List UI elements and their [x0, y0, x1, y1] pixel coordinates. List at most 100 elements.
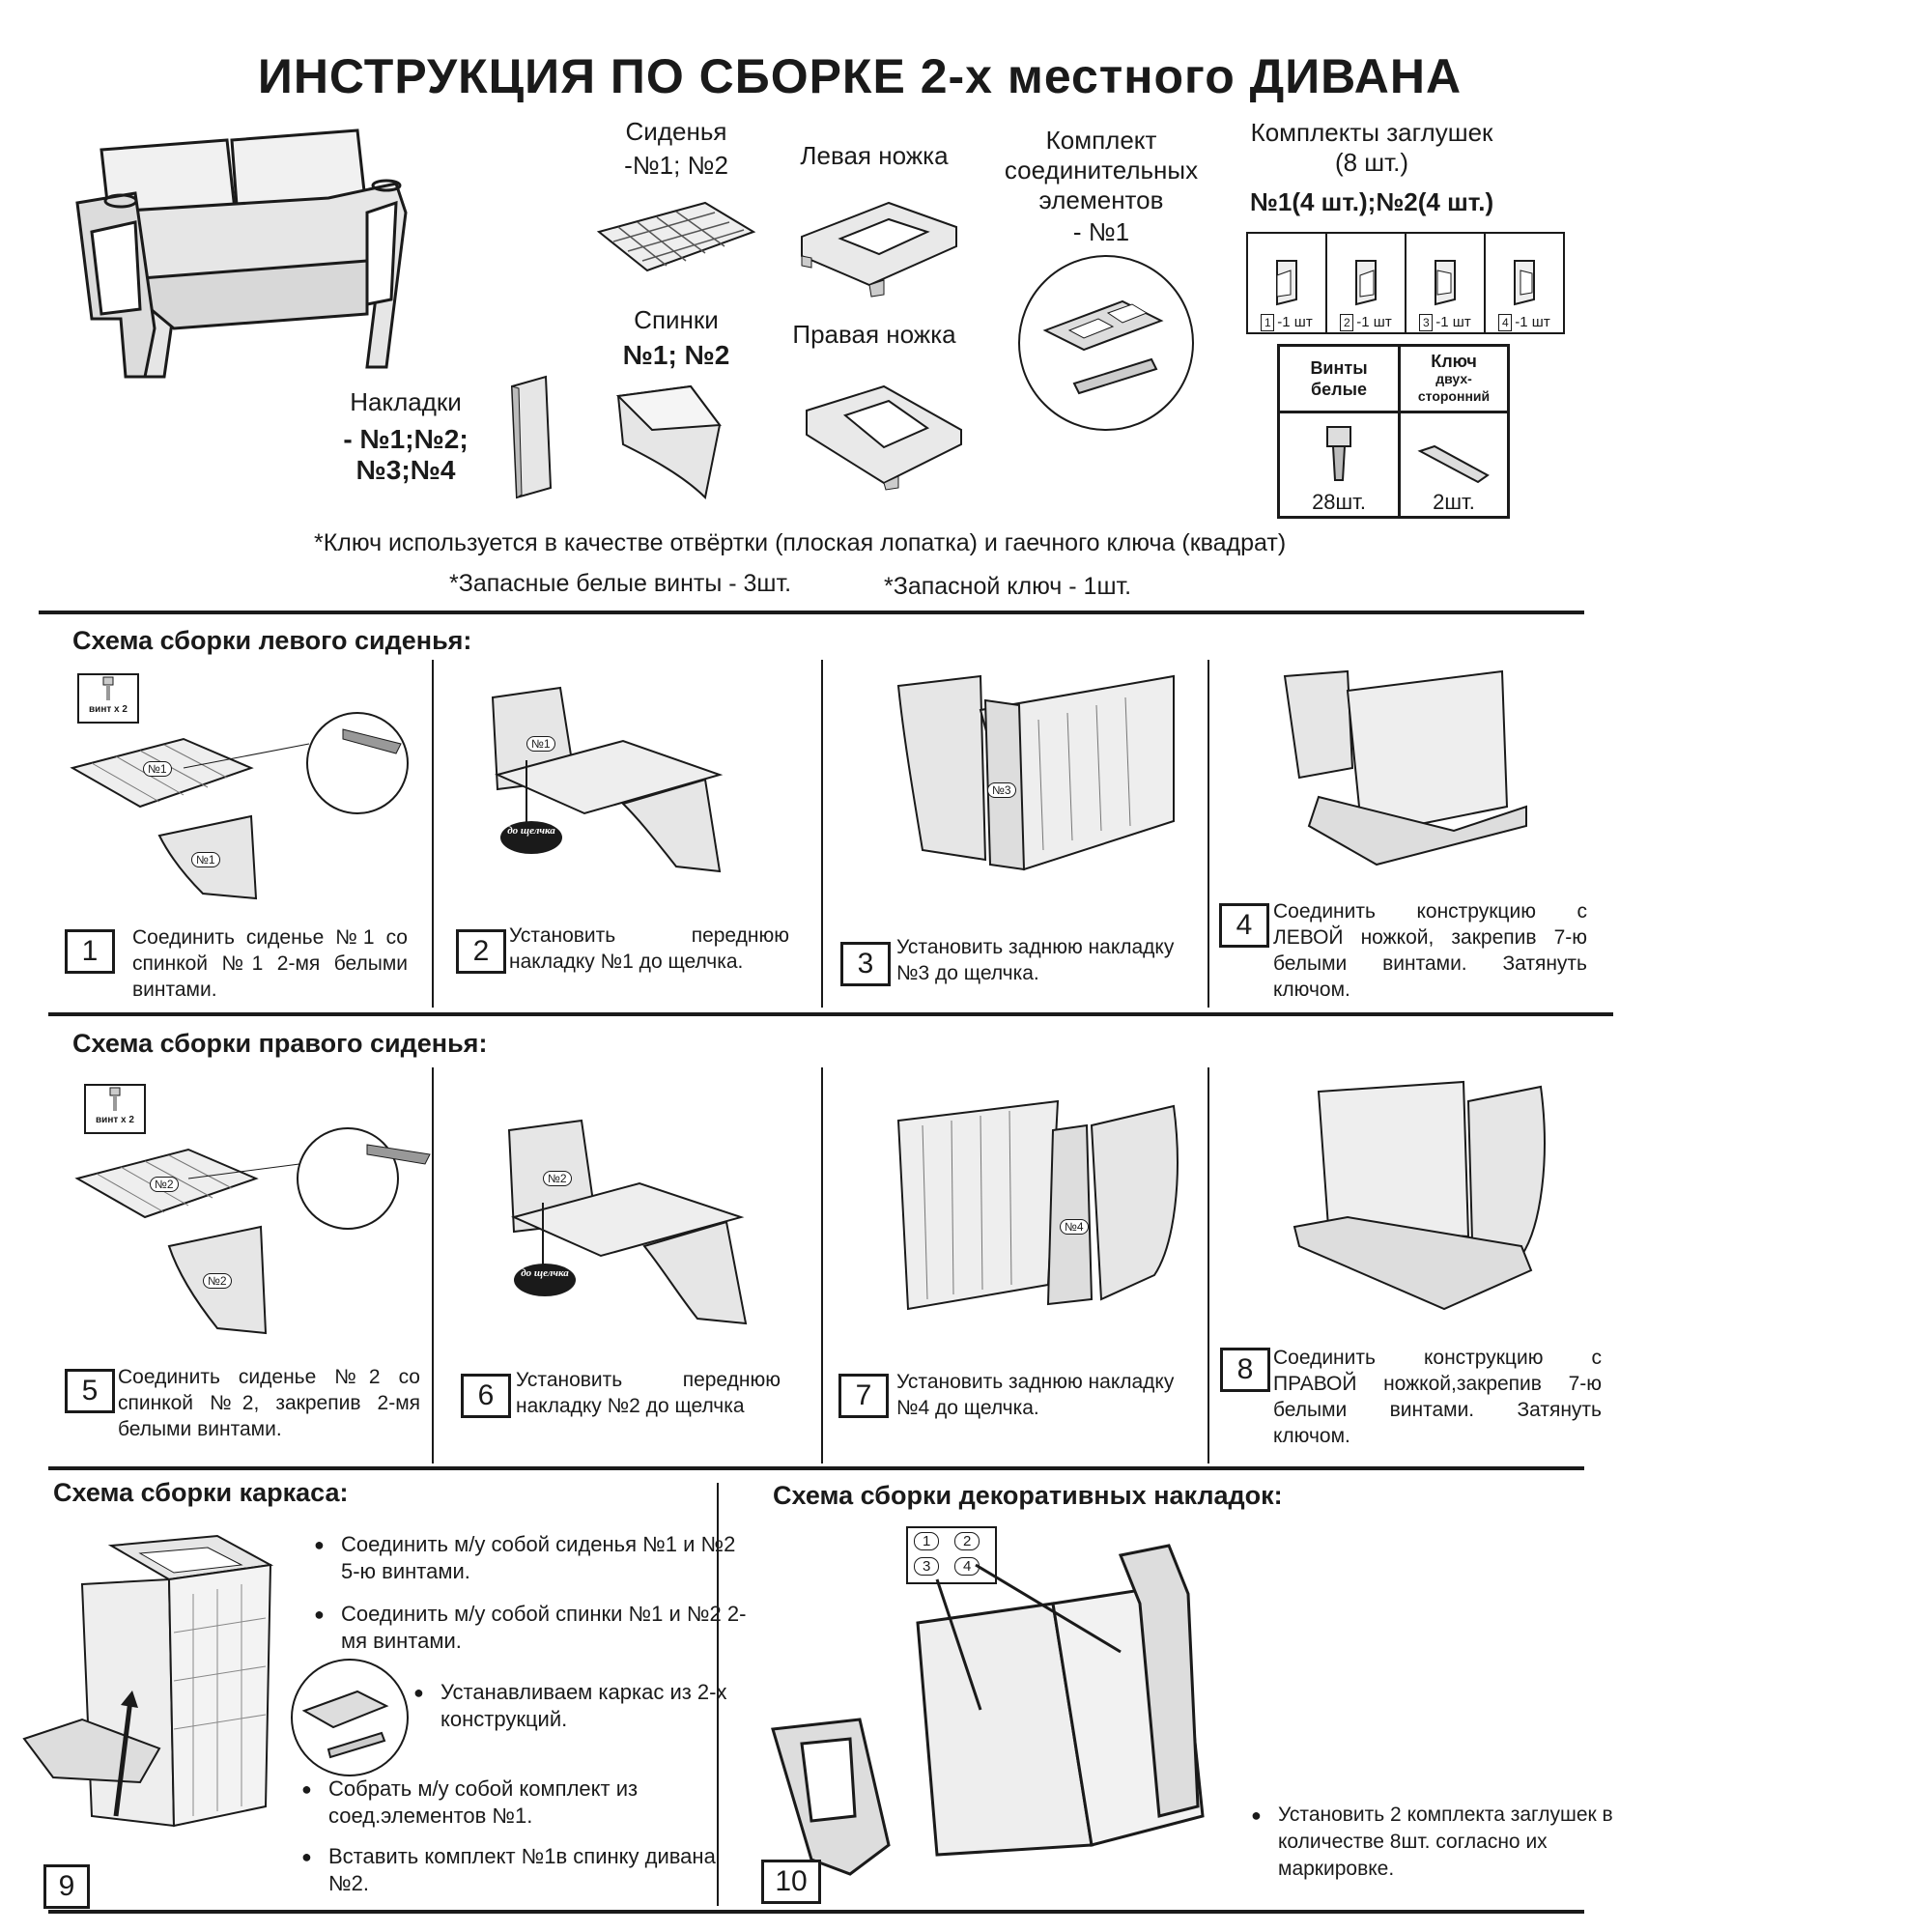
plug-icon — [1355, 260, 1377, 306]
step-number: 9 — [43, 1864, 90, 1909]
click-badge: до щелчка — [500, 821, 562, 854]
step1-illustration — [70, 712, 409, 900]
step-number: 2 — [456, 929, 506, 974]
seats-label: Сиденья — [625, 117, 727, 146]
seat-tag: №1 — [143, 761, 172, 777]
backs-label: Спинки — [634, 305, 719, 334]
key-qty: 2шт. — [1433, 490, 1475, 514]
step-text: Установить переднюю накладку №2 до щелчк… — [516, 1369, 781, 1417]
rear-overlay-tag: №4 — [1060, 1219, 1089, 1235]
frame-bullet: Соединить м/у собой сиденья №1 и №2 5-ю … — [314, 1531, 747, 1585]
step-text: Соединить конструкцию с ПРАВОЙ ножкой,за… — [1273, 1347, 1602, 1447]
divider — [1208, 660, 1209, 1008]
divider — [48, 1910, 1584, 1914]
divider — [432, 1067, 434, 1463]
plug-cell-3: 3-1 шт — [1405, 232, 1486, 334]
frame-bullet: Устанавливаем каркас из 2-х конструкций. — [413, 1679, 730, 1733]
key-cell: 2шт. — [1398, 411, 1510, 519]
divider — [821, 660, 823, 1008]
front-overlay-tag: №1 — [526, 736, 555, 752]
left-leg-icon — [801, 201, 957, 298]
plug-sets-nums: №1(4 шт.);№2(4 шт.) — [1249, 187, 1494, 216]
plug-icon — [1276, 260, 1297, 306]
divider — [821, 1067, 823, 1463]
plug-tag: 3 — [1419, 314, 1434, 331]
step-number: 1 — [65, 929, 115, 974]
step-number: 4 — [1219, 903, 1269, 948]
step3-illustration — [896, 674, 1175, 871]
step-text: Соединить сиденье №1 со спинкой №1 2-мя … — [132, 926, 408, 1001]
note-spare-screws: *Запасные белые винты - 3шт. — [449, 570, 792, 597]
frame-bullet: Собрать м/у собой комплект из соед.элеме… — [301, 1776, 734, 1830]
key-header: Ключ двух-сторонний — [1398, 344, 1510, 413]
seat-part-icon — [596, 201, 756, 272]
back-tag: №2 — [203, 1273, 232, 1289]
step-number: 10 — [761, 1860, 821, 1904]
plug-cell-1: 1-1 шт — [1246, 232, 1327, 334]
connector-kit-label: Комплект соединительных элементов — [1004, 126, 1199, 214]
plug-cell-2: 2-1 шт — [1325, 232, 1406, 334]
frame-bullet: Соединить м/у собой спинки №1 и №2 2-мя … — [314, 1601, 747, 1655]
step4-illustration — [1283, 669, 1527, 867]
screws-cell: 28шт. — [1277, 411, 1401, 519]
step-text: Установить заднюю накладку №4 до щелчка. — [896, 1371, 1175, 1419]
overlays-label: Накладки — [350, 387, 462, 416]
decor-sofa-illustration — [771, 1544, 1205, 1876]
right-leg-label: Правая ножка — [792, 320, 956, 349]
divider — [48, 1012, 1613, 1016]
page-title: ИНСТРУКЦИЯ ПО СБОРКЕ 2-х местного ДИВАНА — [257, 49, 1463, 103]
key-header-title: Ключ — [1431, 352, 1477, 371]
connector-kit-num: - №1 — [1072, 217, 1130, 246]
step-number: 7 — [838, 1374, 889, 1418]
frame-illustration — [22, 1534, 274, 1828]
step8-illustration — [1293, 1080, 1546, 1311]
step-number: 5 — [65, 1369, 115, 1413]
screw-badge: винт х 2 — [77, 673, 139, 724]
front-overlay-tag: №2 — [543, 1171, 572, 1186]
step7-illustration — [896, 1099, 1179, 1311]
plug-tag: 1 — [1261, 314, 1275, 331]
key-icon — [1417, 444, 1490, 484]
plug-tag: 4 — [1498, 314, 1513, 331]
plug-marks-box: 1 2 3 4 — [906, 1526, 997, 1584]
click-badge: до щелчка — [514, 1264, 576, 1296]
plug-qty: -1 шт — [1356, 314, 1392, 330]
plug-tag: 2 — [1340, 314, 1354, 331]
step6-illustration — [507, 1119, 748, 1325]
backs-nums: №1; №2 — [622, 340, 730, 370]
plug-sets-title: Комплекты заглушек (8 шт.) — [1250, 118, 1493, 177]
step-number: 3 — [840, 942, 891, 986]
plug-qty: -1 шт — [1515, 314, 1550, 330]
overlays-nums-2: №3;№4 — [355, 455, 456, 485]
plug-cell-4: 4-1 шт — [1484, 232, 1565, 334]
screw-icon — [1326, 426, 1351, 481]
decor-heading: Схема сборки декоративных накладок: — [773, 1481, 1283, 1510]
seat-tag: №2 — [150, 1177, 179, 1192]
plug-qty: -1 шт — [1435, 314, 1471, 330]
screw-icon — [86, 1086, 144, 1115]
divider — [48, 1466, 1584, 1470]
back-part-icon — [615, 384, 722, 500]
left-leg-label: Левая ножка — [800, 141, 949, 170]
left-seat-heading: Схема сборки левого сиденья: — [72, 626, 472, 655]
plug-mark: 2 — [954, 1532, 980, 1550]
right-leg-icon — [806, 384, 962, 491]
sofa-illustration — [75, 128, 408, 379]
connector-kit-circle — [291, 1659, 409, 1776]
divider — [432, 660, 434, 1008]
screws-qty: 28шт. — [1312, 490, 1366, 514]
right-seat-heading: Схема сборки правого сиденья: — [72, 1029, 488, 1058]
step-text: Соединить конструкцию с ЛЕВОЙ ножкой, за… — [1273, 900, 1587, 1001]
connector-kit-icon — [1018, 255, 1194, 431]
step-number: 8 — [1220, 1348, 1270, 1392]
plug-icon — [1435, 260, 1456, 306]
screw-badge: винт х 2 — [84, 1084, 146, 1134]
rear-overlay-tag: №3 — [987, 782, 1016, 798]
divider — [39, 611, 1584, 614]
key-header-sub: двух-сторонний — [1417, 371, 1491, 404]
step-text: Соединить сиденье №2 со спинкой №2, закр… — [118, 1366, 420, 1440]
step5-illustration — [74, 1127, 431, 1335]
overlays-nums-1: - №1;№2; — [343, 424, 469, 454]
step-text: Установить заднюю накладку №3 до щелчка. — [896, 936, 1175, 984]
decor-bullet: Установить 2 комплекта заглушек в количе… — [1251, 1802, 1626, 1883]
